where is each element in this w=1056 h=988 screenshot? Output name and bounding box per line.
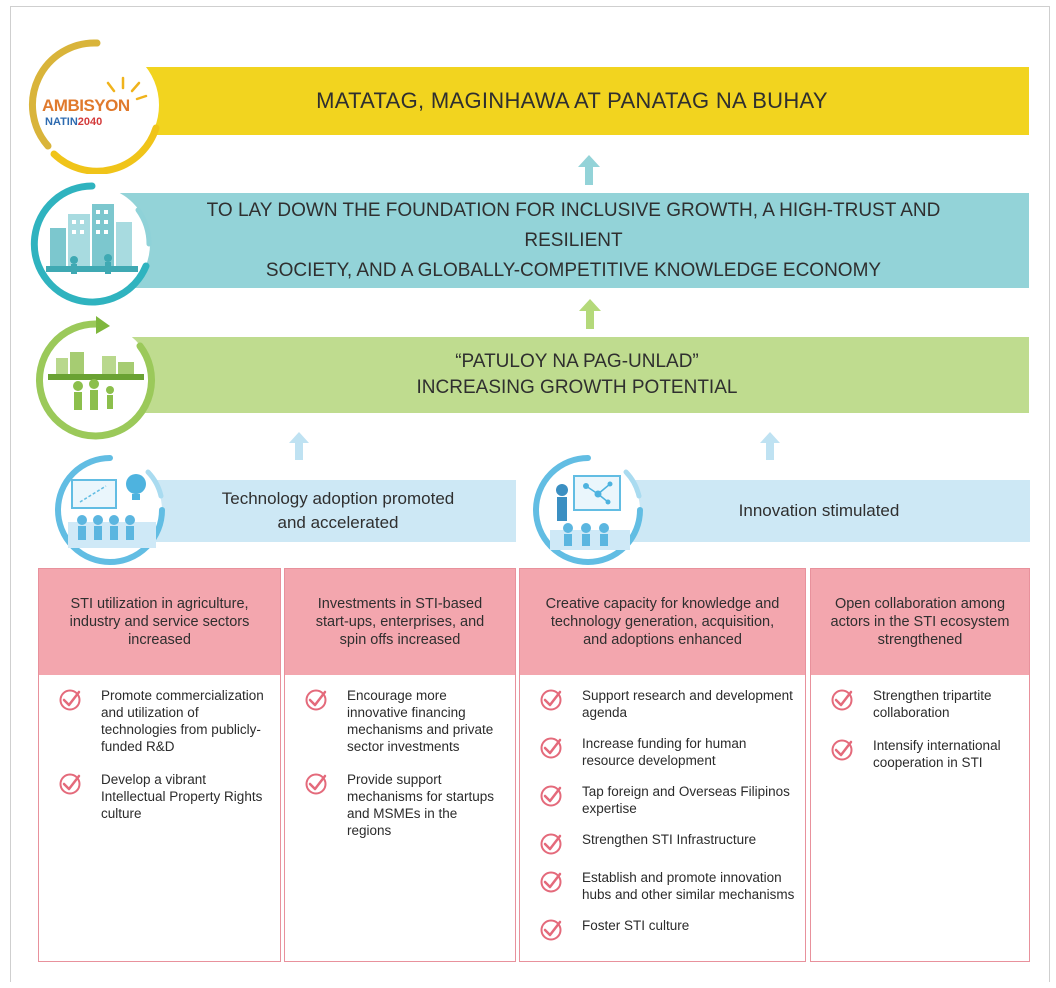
list-item: Develop a vibrant Intellectual Property … (59, 771, 270, 822)
column-body: Encourage more innovative financing mech… (285, 675, 515, 839)
outcome-left-line-2: and accelerated (277, 513, 399, 532)
list-item: Foster STI culture (540, 917, 795, 941)
column-body: Support research and development agenda … (520, 675, 805, 941)
classroom-icon (55, 455, 165, 565)
list-item: Strengthen STI Infrastructure (540, 831, 795, 855)
city-icon (30, 182, 152, 306)
list-item-text: Strengthen tripartite collaboration (873, 688, 992, 720)
arrow-up-right (760, 432, 780, 465)
logo-word: AMBISYON (42, 96, 130, 115)
check-circle-icon (540, 919, 562, 941)
list-item: Establish and promote innovation hubs an… (540, 869, 795, 903)
list-item-text: Promote commercialization and utilizatio… (101, 688, 264, 754)
check-circle-icon (305, 773, 327, 795)
arrow-up-to-vision (578, 155, 600, 190)
logo-ring-icon (28, 39, 160, 175)
check-circle-icon (540, 833, 562, 855)
strategy-column-2: Investments in STI-based start-ups, ente… (284, 568, 516, 962)
people-growth-icon (36, 316, 155, 440)
list-item: Provide support mechanisms for startups … (305, 771, 505, 839)
check-circle-icon (831, 739, 853, 761)
list-item-text: Tap foreign and Overseas Filipinos exper… (582, 784, 790, 816)
outcome-technology-adoption: Technology adoption promoted and acceler… (120, 480, 516, 542)
vision-band: MATATAG, MAGINHAWA AT PANATAG NA BUHAY (115, 67, 1029, 135)
list-item: Intensify international cooperation in S… (831, 737, 1019, 771)
check-circle-icon (831, 689, 853, 711)
growth-emblem (32, 316, 160, 444)
column-heading-text: Investments in STI-based start-ups, ente… (315, 596, 485, 648)
outcome-innovation: Innovation stimulated (588, 480, 1030, 542)
logo-year: 2040 (77, 116, 103, 128)
list-item: Encourage more innovative financing mech… (305, 687, 505, 755)
check-circle-icon (540, 785, 562, 807)
column-heading: Investments in STI-based start-ups, ente… (285, 569, 515, 675)
column-heading: Open collaboration among actors in the S… (811, 569, 1029, 675)
logo-natin: NATIN (45, 116, 78, 128)
outcome-left-line-1: Technology adoption promoted (221, 489, 455, 508)
list-item-text: Support research and development agenda (582, 688, 793, 720)
check-circle-icon (540, 737, 562, 759)
list-item: Strengthen tripartite collaboration (831, 687, 1019, 721)
column-heading-text: STI utilization in agriculture, industry… (69, 596, 250, 648)
arrow-up-icon (578, 155, 600, 185)
diagram-frame (10, 6, 1050, 982)
foundation-line-1: TO LAY DOWN THE FOUNDATION FOR INCLUSIVE… (206, 199, 941, 251)
column-heading-text: Open collaboration among actors in the S… (830, 596, 1010, 648)
presentation-icon (533, 455, 643, 565)
list-item-text: Establish and promote innovation hubs an… (582, 870, 795, 902)
outcome-right-text: Innovation stimulated (738, 501, 900, 520)
check-circle-icon (540, 871, 562, 893)
list-item-text: Strengthen STI Infrastructure (582, 832, 757, 847)
list-item-text: Intensify international cooperation in S… (873, 738, 1001, 770)
check-circle-icon (540, 689, 562, 711)
column-heading: Creative capacity for knowledge and tech… (520, 569, 805, 675)
list-item-text: Develop a vibrant Intellectual Property … (101, 772, 263, 821)
arrow-up-to-foundation (579, 299, 601, 334)
foundation-band: TO LAY DOWN THE FOUNDATION FOR INCLUSIVE… (118, 193, 1029, 288)
vision-text: MATATAG, MAGINHAWA AT PANATAG NA BUHAY (316, 88, 828, 113)
column-body: Promote commercialization and utilizatio… (39, 675, 280, 822)
city-emblem (28, 180, 156, 308)
teaching-emblem (50, 450, 170, 570)
check-circle-icon (59, 773, 81, 795)
list-item-text: Foster STI culture (582, 918, 690, 933)
list-item: Promote commercialization and utilizatio… (59, 687, 270, 755)
list-item-text: Increase funding for human resource deve… (582, 736, 747, 768)
list-item-text: Encourage more innovative financing mech… (347, 688, 494, 754)
presentation-emblem (528, 450, 648, 570)
growth-line-1: “PATULOY NA PAG-UNLAD” (455, 351, 699, 372)
column-heading-text: Creative capacity for knowledge and tech… (545, 596, 780, 648)
strategy-column-1: STI utilization in agriculture, industry… (38, 568, 281, 962)
growth-band: “PATULOY NA PAG-UNLAD” INCREASING GROWTH… (125, 337, 1029, 413)
arrow-up-left (289, 432, 309, 465)
growth-line-2: INCREASING GROWTH POTENTIAL (416, 377, 738, 398)
list-item: Support research and development agenda (540, 687, 795, 721)
foundation-line-2: SOCIETY, AND A GLOBALLY-COMPETITIVE KNOW… (265, 259, 882, 281)
column-body: Strengthen tripartite collaboration Inte… (811, 675, 1029, 771)
ambisyon-logo: AMBISYON NATIN2040 (28, 36, 166, 175)
arrow-up-icon (289, 432, 309, 460)
logo-sub: NATIN2040 (45, 116, 102, 128)
strategy-column-3: Creative capacity for knowledge and tech… (519, 568, 806, 962)
list-item: Increase funding for human resource deve… (540, 735, 795, 769)
check-circle-icon (305, 689, 327, 711)
column-heading: STI utilization in agriculture, industry… (39, 569, 280, 675)
list-item: Tap foreign and Overseas Filipinos exper… (540, 783, 795, 817)
check-circle-icon (59, 689, 81, 711)
strategy-column-4: Open collaboration among actors in the S… (810, 568, 1030, 962)
list-item-text: Provide support mechanisms for startups … (347, 772, 495, 838)
arrow-up-icon (760, 432, 780, 460)
arrow-up-icon (579, 299, 601, 329)
